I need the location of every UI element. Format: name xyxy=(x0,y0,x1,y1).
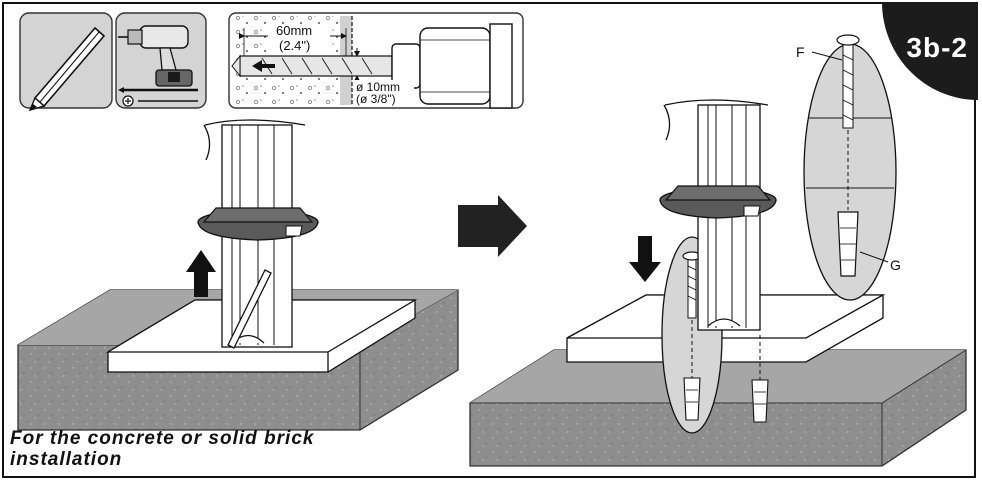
screw-icon xyxy=(682,251,702,319)
left-scene xyxy=(17,119,459,431)
wall-anchor-icon xyxy=(683,377,701,421)
arrow-right-icon xyxy=(458,195,527,257)
arrow-down-icon xyxy=(629,236,661,282)
zoom-detail-upper xyxy=(803,34,897,301)
drill-diameter-mm-label: ø 10mm xyxy=(356,80,400,94)
step-badge: 3b-2 xyxy=(882,2,978,100)
callout-g-label: G xyxy=(890,257,901,273)
anchor-g-icon xyxy=(837,211,859,277)
drill-depth-diagram xyxy=(228,12,524,109)
power-drill-icon xyxy=(118,25,193,87)
column-collar-right xyxy=(659,185,777,219)
drill-depth-mm-label: 60mm xyxy=(276,23,312,38)
drill-bit-icon xyxy=(118,87,198,93)
pencil-marking xyxy=(227,269,272,349)
installation-caption: For the concrete or solid brick installa… xyxy=(10,428,314,470)
right-scene xyxy=(469,34,967,467)
second-anchor xyxy=(751,335,769,423)
drill-diameter-in-label: (ø 3/8") xyxy=(356,92,396,106)
callout-f-label: F xyxy=(796,44,805,60)
pencil-icon xyxy=(28,26,106,112)
drill-depth-in-label: (2.4") xyxy=(279,38,310,53)
arrow-up-icon xyxy=(186,250,216,297)
caption-line-2: installation xyxy=(10,449,123,470)
caption-line-1: For the concrete or solid brick xyxy=(10,428,315,449)
screw-f-icon xyxy=(836,34,860,129)
pencil-tool-panel xyxy=(19,12,113,112)
column-collar-left xyxy=(197,207,319,241)
step-number: 3b-2 xyxy=(906,32,968,63)
phillips-screwdriver-icon xyxy=(122,95,198,107)
drill-tool-panel xyxy=(115,12,207,109)
